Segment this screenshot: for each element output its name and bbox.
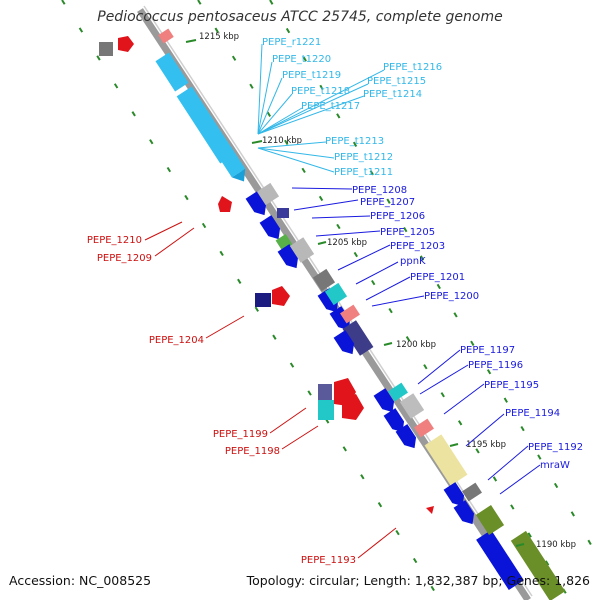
scale-tick-label: 1210 kbp	[262, 136, 302, 146]
scale-tick-label: 1205 kbp	[327, 238, 367, 248]
scale-tick-label: 1190 kbp	[536, 540, 576, 550]
gene-PEPE_1207	[277, 208, 289, 218]
forward-label: ppnK	[400, 256, 426, 267]
rna-gene	[176, 86, 236, 164]
gene-PEPE_1210	[218, 196, 232, 212]
rna-label: PEPE_t1215	[367, 76, 426, 87]
forward-label: PEPE_1205	[380, 227, 435, 238]
forward-label: PEPE_1200	[424, 291, 479, 302]
rna-label: PEPE_t1212	[334, 152, 393, 163]
other-features	[256, 182, 482, 502]
reverse-label: PEPE_1204	[149, 335, 204, 346]
forward-label: PEPE_1207	[360, 197, 415, 208]
gene-PEPE_1199	[318, 384, 332, 400]
rna-label: PEPE_t1217	[301, 101, 360, 112]
forward-label: PEPE_1195	[484, 380, 539, 391]
gene-PEPE_1200	[342, 320, 374, 356]
forward-labels: PEPE_1208 PEPE_1207 PEPE_1206 PEPE_1205 …	[352, 185, 583, 471]
rna-label: PEPE_r1221	[262, 37, 321, 48]
page-title: Pediococcus pentosaceus ATCC 25745, comp…	[97, 9, 503, 25]
scale-ticks: 1215 kbp 1210 kbp 1205 kbp 1200 kbp 1195…	[185, 32, 576, 550]
reverse-label: PEPE_1199	[213, 429, 268, 440]
reverse-label-lines	[144, 221, 397, 559]
forward-label-lines	[291, 187, 541, 495]
reverse-label: PEPE_1209	[97, 253, 152, 264]
forward-genes	[245, 191, 566, 600]
forward-label: PEPE_1201	[410, 272, 465, 283]
rna-label: PEPE_t1219	[282, 70, 341, 81]
rna-label: PEPE_t1211	[334, 167, 393, 178]
scale-tick-label: 1215 kbp	[199, 32, 239, 42]
forward-label: mraW	[540, 460, 570, 471]
reverse-labels: PEPE_1210 PEPE_1209 PEPE_1204 PEPE_1199 …	[87, 235, 356, 566]
reverse-genes	[99, 36, 434, 514]
genome-summary: Topology: circular; Length: 1,832,387 bp…	[246, 573, 590, 588]
gene-PEPE_1204	[255, 286, 290, 307]
rna-label-lines	[257, 43, 385, 173]
forward-label: PEPE_1196	[468, 360, 523, 371]
scale-tick-label: 1200 kbp	[396, 340, 436, 350]
reverse-label: PEPE_1193	[301, 555, 356, 566]
gene-PEPE_1194	[424, 434, 468, 486]
rna-label: PEPE_t1218	[291, 86, 350, 97]
forward-label: PEPE_1194	[505, 408, 560, 419]
rna-label: PEPE_t1216	[383, 62, 442, 73]
forward-label: PEPE_1192	[528, 442, 583, 453]
rna-label: PEPE_t1220	[272, 54, 331, 65]
rna-gene	[155, 52, 189, 92]
accession-info: Accession: NC_008525	[9, 573, 152, 588]
forward-label: PEPE_1203	[390, 241, 445, 252]
rna-label: PEPE_t1213	[325, 136, 384, 147]
reverse-label: PEPE_1198	[225, 446, 280, 457]
forward-label: PEPE_1197	[460, 345, 515, 356]
rna-labels: PEPE_r1221 PEPE_t1220 PEPE_t1219 PEPE_t1…	[262, 37, 442, 178]
reverse-label: PEPE_1210	[87, 235, 142, 246]
rna-gene	[217, 146, 246, 182]
forward-label: PEPE_1206	[370, 211, 425, 222]
rna-label: PEPE_t1214	[363, 89, 422, 100]
rna-gene-cluster	[155, 28, 246, 182]
gene-PEPE_1198	[318, 400, 334, 420]
forward-label: PEPE_1208	[352, 185, 407, 196]
gene-PEPE_1193	[426, 506, 434, 514]
scale-tick-label: 1195 kbp	[466, 440, 506, 450]
